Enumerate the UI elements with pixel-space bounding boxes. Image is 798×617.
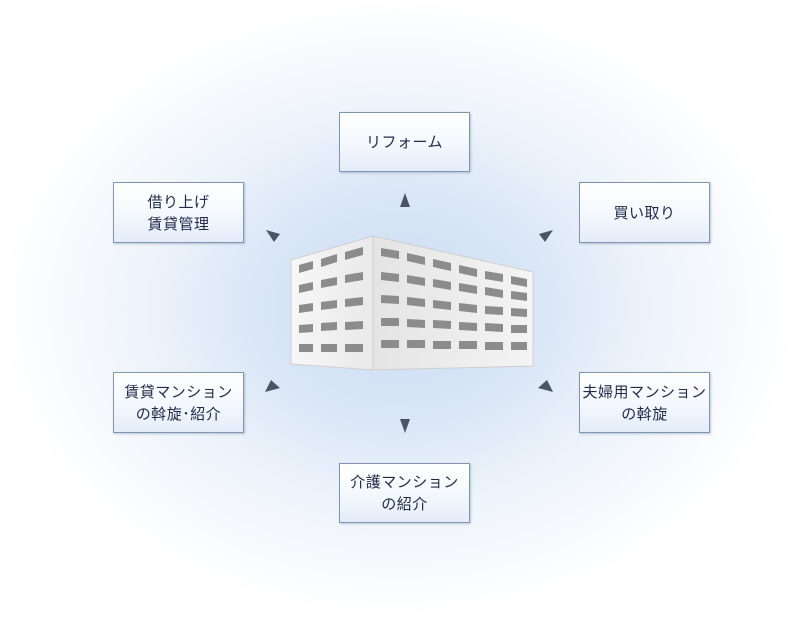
arrow-upper-left-icon (266, 230, 280, 242)
couple-mansion-label-line1: 夫婦用マンション (582, 382, 707, 401)
rental-mansion-label-line2: の斡旋･紹介 (135, 404, 222, 423)
office-building-icon (290, 235, 534, 371)
arrow-up-icon (400, 193, 410, 207)
left-face-windows (299, 247, 363, 352)
arrow-lower-right-icon (538, 380, 553, 392)
right-face-windows (381, 248, 527, 350)
sublease-box: 借り上げ 賃貸管理 (113, 182, 244, 243)
arrow-upper-right-icon (539, 230, 553, 242)
care-mansion-label-line2: の紹介 (381, 495, 428, 513)
reform-label: リフォーム (365, 133, 444, 151)
rental-mansion-label-line1: 賃貸マンション (124, 382, 233, 401)
purchase-box: 買い取り (579, 182, 710, 243)
arrow-down-icon (400, 419, 410, 433)
sublease-label-line2: 賃貸管理 (147, 214, 210, 233)
couple-mansion-label-line2: の斡旋 (621, 404, 668, 423)
rental-mansion-box: 賃貸マンション の斡旋･紹介 (113, 372, 244, 433)
purchase-label: 買い取り (613, 203, 676, 222)
care-mansion-box: 介護マンション の紹介 (339, 463, 470, 523)
arrow-lower-left-icon (265, 380, 280, 392)
sublease-label-line1: 借り上げ (147, 192, 210, 211)
reform-box: リフォーム (339, 112, 470, 172)
care-mansion-label-line1: 介護マンション (350, 473, 459, 491)
couple-mansion-box: 夫婦用マンション の斡旋 (579, 372, 710, 433)
